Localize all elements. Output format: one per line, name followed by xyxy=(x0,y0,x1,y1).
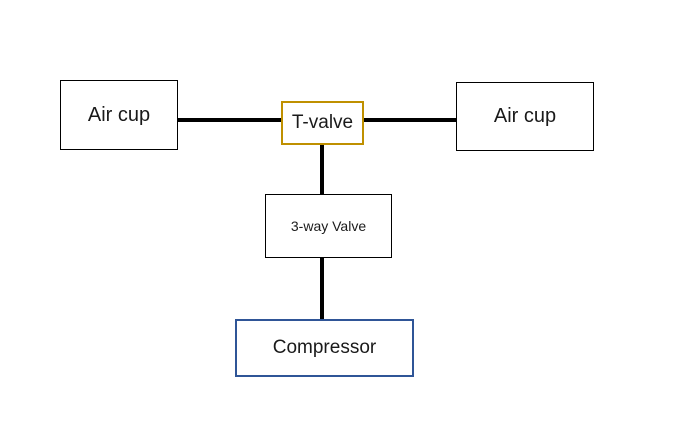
node-t-valve-label: T-valve xyxy=(291,112,354,133)
node-air-cup-left-label: Air cup xyxy=(87,103,151,126)
node-3-way-valve-label: 3-way Valve xyxy=(290,218,367,234)
node-3-way-valve: 3-way Valve xyxy=(265,194,392,258)
node-air-cup-right: Air cup xyxy=(456,82,594,151)
node-air-cup-left: Air cup xyxy=(60,80,178,150)
node-compressor-label: Compressor xyxy=(272,337,377,358)
connector-t-valve-to-3-way-valve xyxy=(320,145,324,194)
node-compressor: Compressor xyxy=(235,319,414,377)
node-t-valve: T-valve xyxy=(281,101,364,145)
connector-t-valve-to-air-cup-right xyxy=(364,118,457,122)
node-air-cup-right-label: Air cup xyxy=(493,105,557,127)
connector-air-cup-left-to-t-valve xyxy=(178,118,281,122)
connector-3-way-valve-to-compressor xyxy=(320,258,324,319)
